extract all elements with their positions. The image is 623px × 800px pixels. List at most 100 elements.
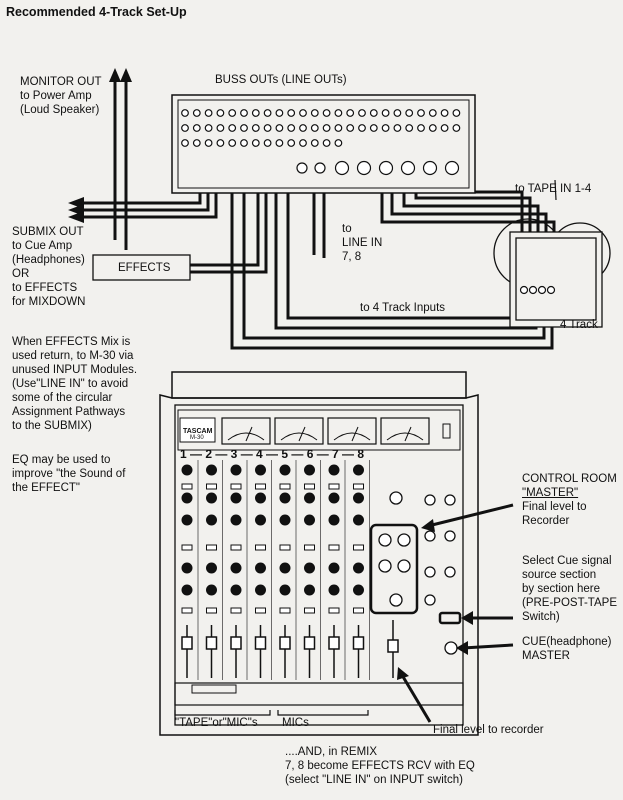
- arrow-monitor-right: [120, 68, 132, 82]
- knob: [181, 584, 193, 596]
- knob: [206, 464, 217, 476]
- xlr-jack: [356, 160, 372, 176]
- jack: [393, 124, 402, 132]
- jack: [358, 109, 366, 117]
- switch: [353, 607, 364, 614]
- switch: [328, 483, 340, 490]
- jack: [310, 139, 319, 147]
- cue-master-label: CUE(headphone) MASTER: [522, 636, 612, 662]
- switch: [279, 607, 291, 614]
- master-knob: [424, 566, 436, 578]
- knob: [328, 514, 340, 526]
- switch: [279, 483, 291, 490]
- jack: [228, 109, 237, 117]
- jack: [440, 109, 449, 117]
- buss-outs-label: BUSS OUTs (LINE OUTs): [215, 74, 347, 86]
- page-title: Recommended 4-Track Set-Up: [6, 5, 187, 19]
- switch: [304, 544, 315, 551]
- jack: [322, 139, 331, 147]
- jack: [299, 139, 307, 147]
- jack: [322, 109, 331, 117]
- remix-note: ....AND, in REMIX 7, 8 become EFFECTS RC…: [285, 746, 475, 786]
- jack: [369, 124, 378, 132]
- jack: [299, 124, 307, 132]
- jack: [287, 124, 296, 132]
- switch: [353, 544, 364, 551]
- jack: [287, 109, 296, 117]
- jack: [452, 124, 461, 132]
- jack: [346, 124, 355, 132]
- master-knob: [424, 494, 436, 506]
- fader-cap: [230, 636, 242, 650]
- knob: [230, 492, 242, 504]
- jack: [216, 124, 225, 132]
- jack: [428, 124, 437, 132]
- jack: [181, 109, 189, 117]
- jack: [204, 124, 213, 132]
- jack: [240, 109, 248, 117]
- knob: [353, 514, 364, 526]
- jack: [263, 124, 272, 132]
- xlr-jack: [400, 160, 416, 176]
- fader-cap: [279, 636, 291, 650]
- switch: [206, 483, 217, 490]
- master-knob: [378, 533, 392, 547]
- jack: [287, 139, 296, 147]
- knob: [328, 492, 340, 504]
- knob: [353, 492, 364, 504]
- knob: [279, 514, 291, 526]
- switch: [328, 544, 340, 551]
- jack: [358, 124, 366, 132]
- knob: [353, 464, 364, 476]
- eq-note: EQ may be used to improve "the Sound of …: [12, 454, 126, 494]
- switch: [230, 483, 242, 490]
- jack: [405, 109, 414, 117]
- knob: [181, 514, 193, 526]
- jack: [240, 139, 248, 147]
- jack: [314, 162, 326, 174]
- knob: [206, 562, 217, 574]
- arrow-control-room: [421, 519, 435, 532]
- jack: [310, 109, 319, 117]
- to-tape-in-label: to TAPE IN 1-4: [515, 183, 592, 195]
- xlr-jack: [444, 160, 460, 176]
- master-knob: [378, 559, 392, 573]
- knob: [255, 492, 266, 504]
- jack: [192, 124, 201, 132]
- jack: [440, 124, 449, 132]
- knob: [328, 562, 340, 574]
- fader-cap: [303, 636, 316, 650]
- knob: [279, 464, 291, 476]
- jack: [310, 124, 319, 132]
- knob: [255, 514, 266, 526]
- jack: [299, 109, 307, 117]
- knob: [304, 562, 315, 574]
- jack: [263, 139, 272, 147]
- switch: [255, 483, 266, 490]
- master-knob: [397, 533, 411, 547]
- knob: [304, 464, 315, 476]
- effects-unit: [92, 254, 191, 281]
- switch: [181, 607, 193, 614]
- knob: [206, 492, 217, 504]
- knob: [230, 464, 242, 476]
- switch: [328, 607, 340, 614]
- jack: [322, 124, 331, 132]
- four-track-label: 4 Track: [560, 319, 598, 331]
- cue-select-label: Select Cue signal source section by sect…: [522, 555, 617, 623]
- xlr-jack: [422, 160, 438, 176]
- master-knob: [444, 494, 456, 506]
- jack: [251, 109, 260, 117]
- jack: [181, 124, 189, 132]
- model-label: M-30: [190, 435, 204, 441]
- knob: [328, 464, 340, 476]
- fader-cap: [254, 636, 267, 650]
- channel-numbers: 1 — 2 — 3 — 4 — 5 — 6 — 7 — 8: [180, 447, 365, 461]
- switch: [181, 483, 193, 490]
- knob: [279, 584, 291, 596]
- knob: [353, 584, 364, 596]
- jack: [275, 139, 284, 147]
- knob: [181, 492, 193, 504]
- knob: [353, 562, 364, 574]
